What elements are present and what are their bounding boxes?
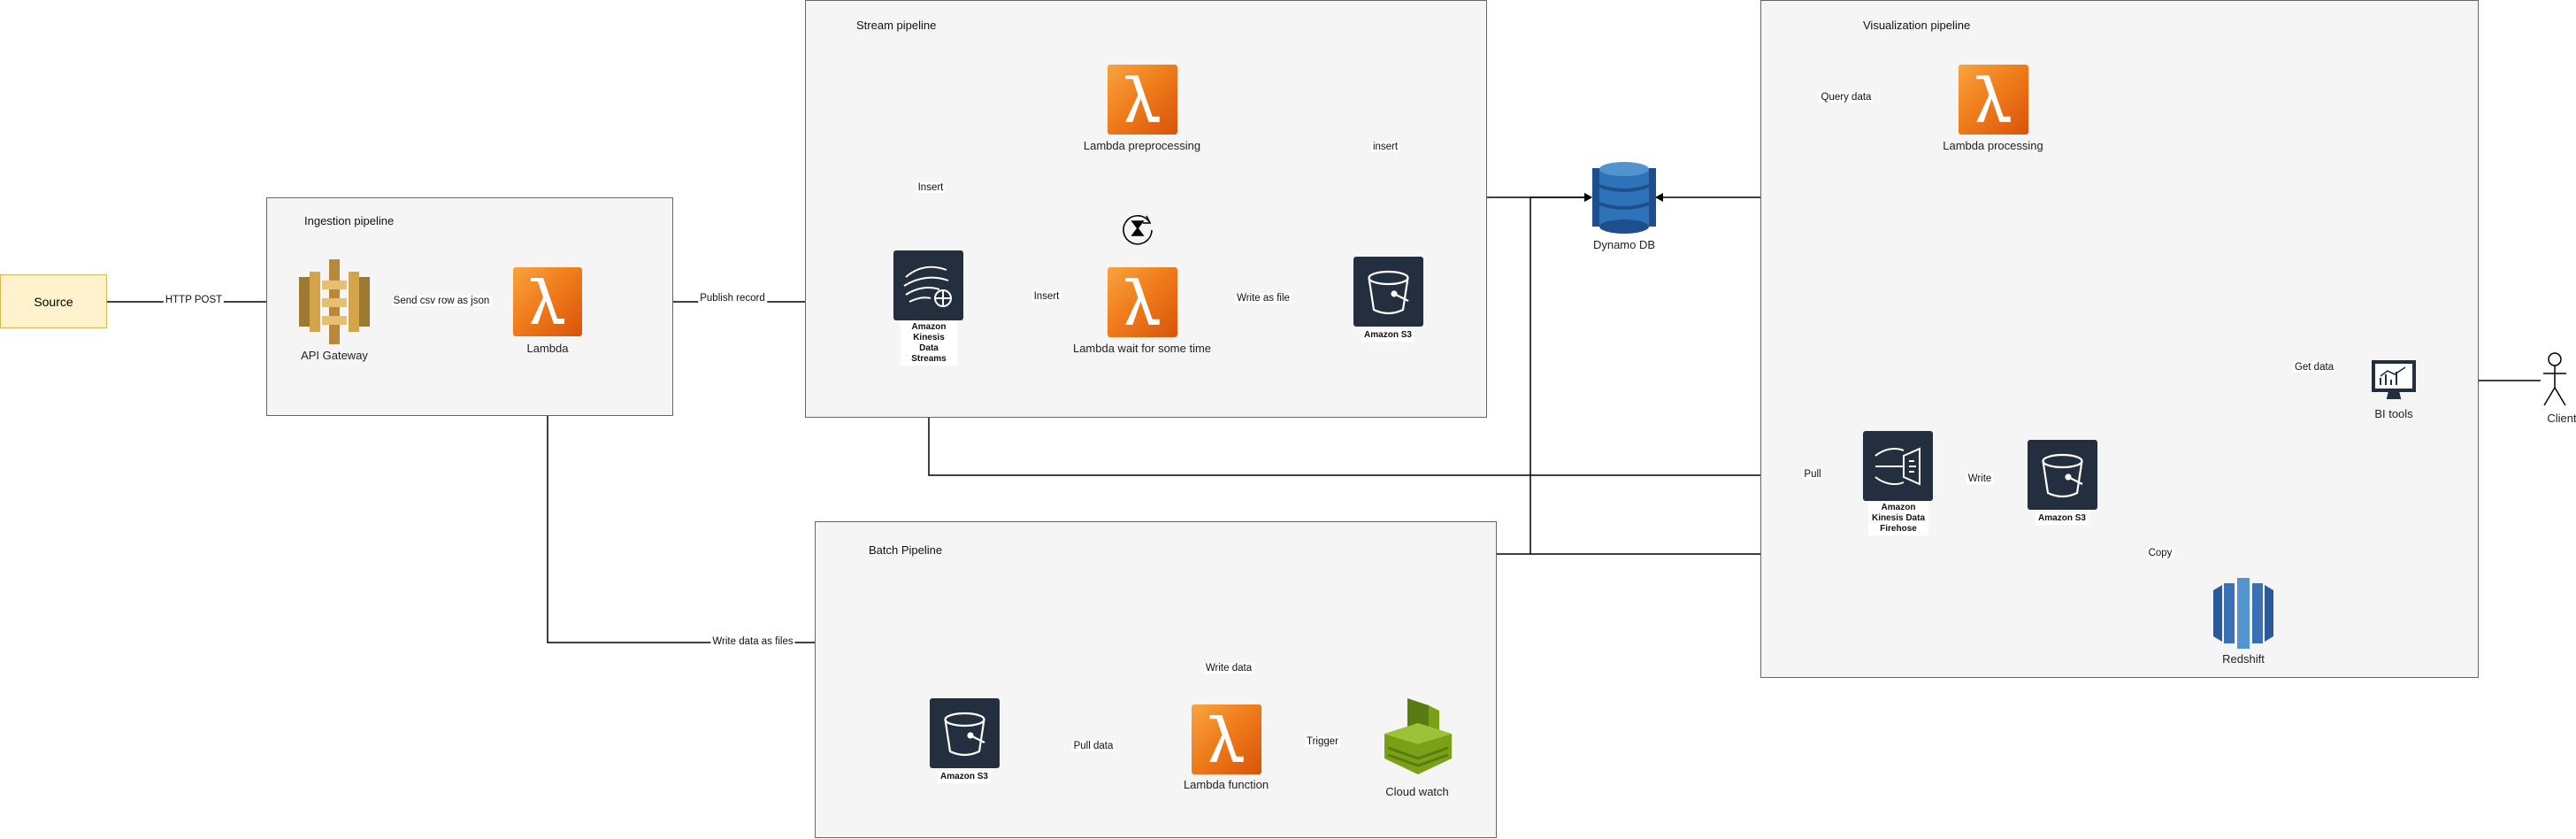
dynamodb-icon <box>1592 162 1656 234</box>
lambda-icon <box>1125 278 1160 325</box>
lambda-preprocessing-label: Lambda preprocessing <box>1083 139 1201 152</box>
s3-bucket-icon <box>944 712 985 757</box>
bi-tools-label: BI tools <box>2374 407 2413 420</box>
group-title-stream: Stream pipeline <box>856 19 937 32</box>
source-node[interactable]: Source <box>0 274 107 328</box>
api-gateway-icon <box>299 259 370 344</box>
group-title-visualization: Visualization pipeline <box>1863 19 1971 32</box>
s3-viz-label: Amazon S3 <box>2036 512 2089 525</box>
edge-label-publish-record: Publish record <box>698 293 767 304</box>
lambda-processing-label: Lambda processing <box>1943 139 2043 152</box>
s3-bucket-icon <box>1368 270 1409 315</box>
kinesis-streams-node[interactable] <box>893 250 963 320</box>
group-title-ingestion: Ingestion pipeline <box>304 214 395 227</box>
edge-label-write: Write <box>1966 473 1994 484</box>
lambda-preprocessing-node[interactable] <box>1108 65 1177 135</box>
edge-label-query-data: Query data <box>1819 92 1874 103</box>
dynamodb-label: Dynamo DB <box>1592 238 1656 251</box>
edge-label-send-csv: Send csv row as json <box>391 296 492 306</box>
cloudwatch-icon <box>1384 698 1452 774</box>
lambda-node[interactable] <box>513 267 582 336</box>
edge-label-http-post: HTTP POST <box>163 295 225 305</box>
batch-pipeline-group: Batch Pipeline <box>815 521 1497 838</box>
edge-label-write-as-file: Write as file <box>1235 293 1292 304</box>
client-label: Client <box>2547 412 2576 425</box>
edge-label-insert-dynamo: insert <box>1370 142 1400 152</box>
group-title-batch: Batch Pipeline <box>869 543 943 557</box>
lambda-icon <box>1125 75 1160 122</box>
edge-label-insert-wait: Insert <box>1031 291 1062 302</box>
s3-batch-node[interactable] <box>930 698 1000 768</box>
lambda-icon <box>1209 715 1244 762</box>
cloud-watch-node[interactable] <box>1383 698 1453 780</box>
edge-label-copy: Copy <box>2146 548 2174 558</box>
edge-label-insert-pre: Insert <box>916 182 946 193</box>
dynamodb-node[interactable] <box>1592 161 1656 234</box>
lambda-function-label: Lambda function <box>1183 778 1269 791</box>
redshift-label: Redshift <box>2222 652 2265 666</box>
kinesis-streams-label: Amazon Kinesis Data Streams <box>901 321 957 366</box>
bi-monitor-icon <box>2372 360 2416 399</box>
edge-label-pull-data: Pull data <box>1071 741 1116 751</box>
lambda-icon <box>531 278 564 324</box>
lambda-wait-label: Lambda wait for some time <box>1072 342 1212 355</box>
s3-stream-label: Amazon S3 <box>1361 329 1414 342</box>
edge-label-write-data: Write data <box>1203 663 1254 674</box>
lambda-processing-node[interactable] <box>1959 65 2028 135</box>
timer-icon <box>1123 214 1153 245</box>
redshift-node[interactable] <box>2213 578 2273 649</box>
lambda-icon <box>1976 75 2011 122</box>
lambda-wait-node[interactable] <box>1108 267 1177 337</box>
visualization-pipeline-group: Visualization pipeline <box>1760 0 2479 678</box>
bi-tools-node[interactable] <box>2372 360 2416 401</box>
cloud-watch-label: Cloud watch <box>1385 785 1449 798</box>
s3-batch-label: Amazon S3 <box>938 771 991 783</box>
kinesis-streams-icon <box>903 266 952 307</box>
edge-label-write-files: Write data as files <box>710 636 795 647</box>
s3-bucket-icon <box>2042 453 2083 498</box>
user-icon <box>2543 352 2566 406</box>
lambda-label: Lambda <box>526 342 569 355</box>
edge-label-pull: Pull <box>1802 469 1823 480</box>
redshift-icon <box>2213 578 2273 649</box>
edge-label-get-data: Get data <box>2292 362 2336 373</box>
kinesis-firehose-icon <box>1874 447 1920 486</box>
lambda-function-node[interactable] <box>1192 704 1261 774</box>
api-gateway-node[interactable] <box>299 259 370 344</box>
client-node[interactable] <box>2542 352 2568 407</box>
timer-node <box>1120 211 1155 246</box>
kinesis-firehose-node[interactable] <box>1863 431 1933 501</box>
kinesis-firehose-label: Amazon Kinesis Data Firehose <box>1868 502 1928 535</box>
edge-label-trigger: Trigger <box>1305 736 1340 747</box>
api-gateway-label: API Gateway <box>301 349 368 362</box>
s3-stream-node[interactable] <box>1353 257 1423 327</box>
s3-viz-node[interactable] <box>2028 440 2097 510</box>
